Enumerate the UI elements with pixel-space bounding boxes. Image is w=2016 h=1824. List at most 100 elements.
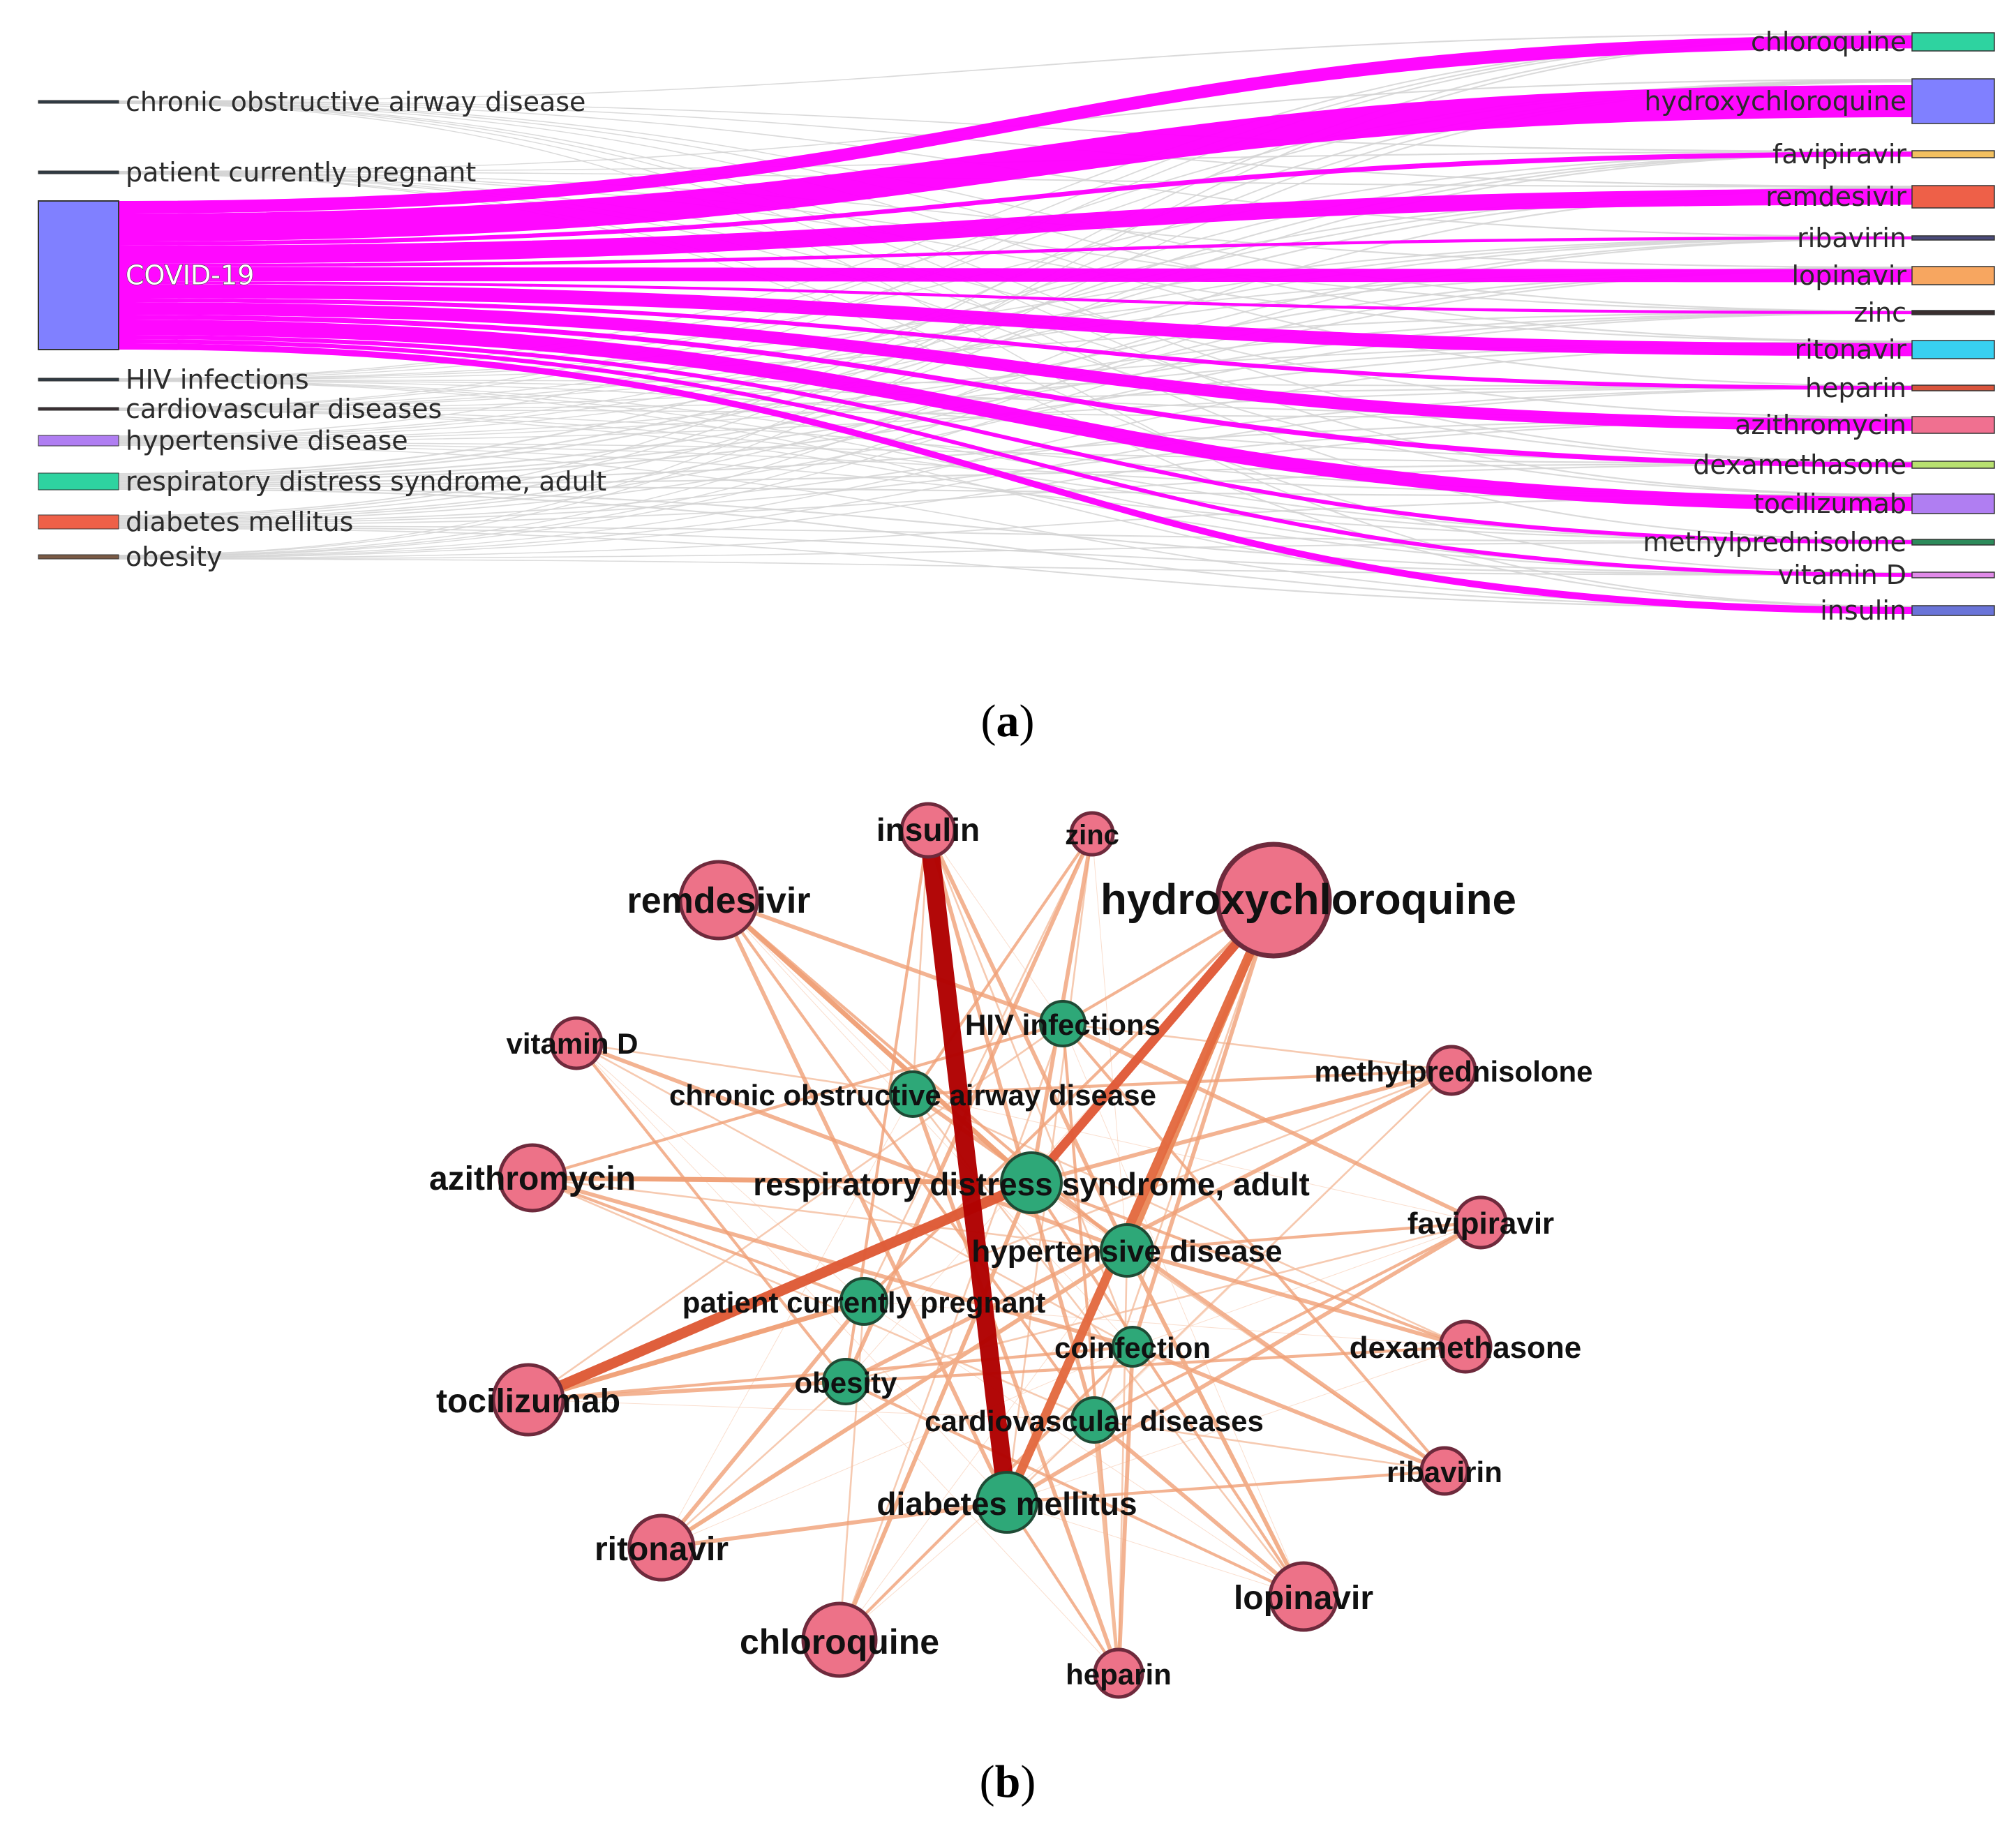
network-label-ritonavir: ritonavir — [595, 1531, 729, 1568]
sankey-source-label-obes: obesity — [126, 541, 223, 572]
network-label-tocilizumab: tocilizumab — [436, 1383, 620, 1420]
sankey-link-obes-methylprednisolone — [119, 541, 1912, 560]
sankey-link-covid-insulin — [119, 343, 1912, 615]
network-edge-hcq-ards — [1026, 895, 1278, 1188]
sankey-link-hiv-chloroquine — [119, 33, 1912, 380]
sankey-target-label-zinc: zinc — [1854, 297, 1906, 328]
sankey-link-obes-vitamind — [119, 558, 1912, 576]
network-label-methylpred: methylprednisolone — [1314, 1055, 1592, 1088]
sankey-link-covid-zinc — [119, 281, 1912, 315]
network-edge-hcq-coinf — [1130, 898, 1276, 1349]
network-edge-methylpred-obes — [844, 1068, 1454, 1384]
network-drug-node-ritonavir — [627, 1513, 696, 1582]
sankey-link-preg-remdesivir — [119, 171, 1912, 188]
network-edge-zinc-htn — [1091, 833, 1128, 1251]
network-label-vitamind: vitamin D — [506, 1027, 638, 1060]
sankey-link-htn-ribavirin — [119, 237, 1912, 440]
network-edge-heparin-cvd — [1092, 1418, 1121, 1675]
sankey-source-label-cvd: cardiovascular diseases — [126, 394, 442, 424]
sankey-link-copd-chloroquine — [119, 33, 1912, 102]
sankey-target-label-favipiravir: favipiravir — [1772, 139, 1906, 170]
network-edge-methylpred-ards — [1029, 1068, 1454, 1185]
network-label-ards: respiratory distress syndrome, adult — [753, 1166, 1310, 1202]
network-edge-methylpred-preg — [863, 1069, 1453, 1303]
network-edge-favipiravir-obes — [844, 1221, 1482, 1383]
sankey-target-label-hcq: hydroxychloroquine — [1644, 86, 1906, 117]
network-edge-ribavirin-dm — [1005, 1469, 1447, 1504]
network-edge-chloroquine-preg — [838, 1300, 865, 1641]
network-edge-tocilizumab-preg — [525, 1299, 867, 1403]
sankey-nodes: chronic obstructive airway diseasepatien… — [38, 27, 1995, 626]
sankey-link-covid-azithromycin — [119, 302, 1912, 431]
network-edge-insulin-cvd — [926, 828, 1096, 1422]
network-edge-lopinavir-ards — [1029, 1181, 1306, 1599]
sankey-target-label-azithromycin: azithromycin — [1735, 410, 1906, 440]
network-edge-chloroquine-hiv — [838, 1022, 1064, 1641]
sankey-source-label-htn: hypertensive disease — [126, 426, 408, 456]
network-edge-dexa-dm — [1006, 1346, 1466, 1503]
sankey-target-node-chloroquine — [1911, 32, 1995, 52]
network-edge-heparin-coinf — [1117, 1345, 1135, 1675]
network-edge-lopinavir-htn — [1125, 1248, 1306, 1599]
network-edge-favipiravir-cvd — [1092, 1220, 1483, 1422]
sankey-link-covid-ribavirin — [119, 236, 1912, 267]
sankey-link-obes-azithromycin — [119, 419, 1912, 559]
sankey-link-htn-methylprednisolone — [119, 444, 1912, 542]
sankey-link-dm-favipiravir — [119, 153, 1912, 518]
sankey-link-hiv-heparin — [119, 380, 1912, 387]
network-edge-remdesivir-cvd — [717, 898, 1096, 1422]
sankey-link-dm-lopinavir — [119, 268, 1912, 521]
sankey-link-covid-ritonavir — [119, 284, 1912, 357]
sankey-source-label-copd: chronic obstructive airway disease — [126, 87, 585, 117]
network-edge-heparin-copd — [911, 1092, 1121, 1675]
sankey-link-obes-ritonavir — [119, 343, 1912, 558]
caption-a-letter: a — [996, 696, 1020, 747]
sankey-link-covid-methylprednisolone — [119, 335, 1912, 544]
sankey-target-node-lopinavir — [1911, 266, 1995, 285]
sankey-target-node-vitamind — [1911, 571, 1995, 578]
sankey-link-copd-insulin — [119, 103, 1912, 608]
network-label-lopinavir: lopinavir — [1234, 1580, 1373, 1617]
network-edge-lopinavir-preg — [863, 1301, 1304, 1597]
network-edge-hcq-dm — [1002, 895, 1278, 1507]
network-edge-remdesivir-dm — [717, 898, 1009, 1504]
network-disease-node-coinf — [1112, 1326, 1153, 1368]
network-drug-node-zinc — [1069, 811, 1115, 857]
network-label-copd: chronic obstructive airway disease — [669, 1079, 1156, 1112]
sankey-target-node-ritonavir — [1911, 340, 1995, 359]
network-drug-node-azithro — [498, 1143, 567, 1213]
network-edge-ritonavir-obes — [660, 1380, 847, 1549]
caption-b-letter: b — [995, 1756, 1021, 1807]
sankey-link-covid-hcq — [119, 84, 1912, 242]
sankey-link-ards-tocilizumab — [119, 485, 1912, 498]
network-label-azithro: azithromycin — [429, 1160, 636, 1197]
network-disease-node-ards — [1000, 1151, 1063, 1214]
sankey-link-preg-tocilizumab — [119, 172, 1912, 496]
sankey-target-label-lopinavir: lopinavir — [1791, 260, 1906, 291]
network-label-cvd: cardiovascular diseases — [925, 1405, 1264, 1437]
network-edge-favipiravir-htn — [1125, 1220, 1483, 1253]
network-drug-node-methylpred — [1426, 1045, 1477, 1096]
sankey-target-node-zinc — [1911, 310, 1995, 315]
network-edge-favipiravir-dm — [1005, 1220, 1483, 1504]
sankey-link-covid-dexamethasone — [119, 315, 1912, 468]
sankey-link-covid-chloroquine — [119, 35, 1912, 214]
network-disease-node-cvd — [1070, 1396, 1118, 1444]
network-edge-zinc-copd — [911, 832, 1094, 1096]
network-edge-tocilizumab-hiv — [527, 1022, 1064, 1401]
network-drug-node-tocilizumab — [491, 1363, 565, 1437]
network-disease-node-dm — [976, 1471, 1038, 1534]
network-edge-lopinavir-dm — [1006, 1502, 1304, 1597]
network-edge-azithro-hiv — [530, 1022, 1065, 1180]
network-drug-node-vitamind — [549, 1016, 604, 1070]
caption-b: (b) — [980, 1756, 1036, 1807]
sankey-target-node-heparin — [1911, 384, 1995, 391]
network-edge-remdesivir-hiv — [717, 898, 1065, 1026]
network-edge-vitamind-coinf — [575, 1042, 1134, 1348]
network-edge-ritonavir-dm — [659, 1500, 1009, 1550]
sankey-link-cvd-hcq — [119, 80, 1912, 409]
sankey-source-node-preg — [38, 170, 119, 174]
sankey-link-obes-chloroquine — [119, 35, 1912, 556]
sankey-target-node-methylprednisolone — [1911, 539, 1995, 546]
